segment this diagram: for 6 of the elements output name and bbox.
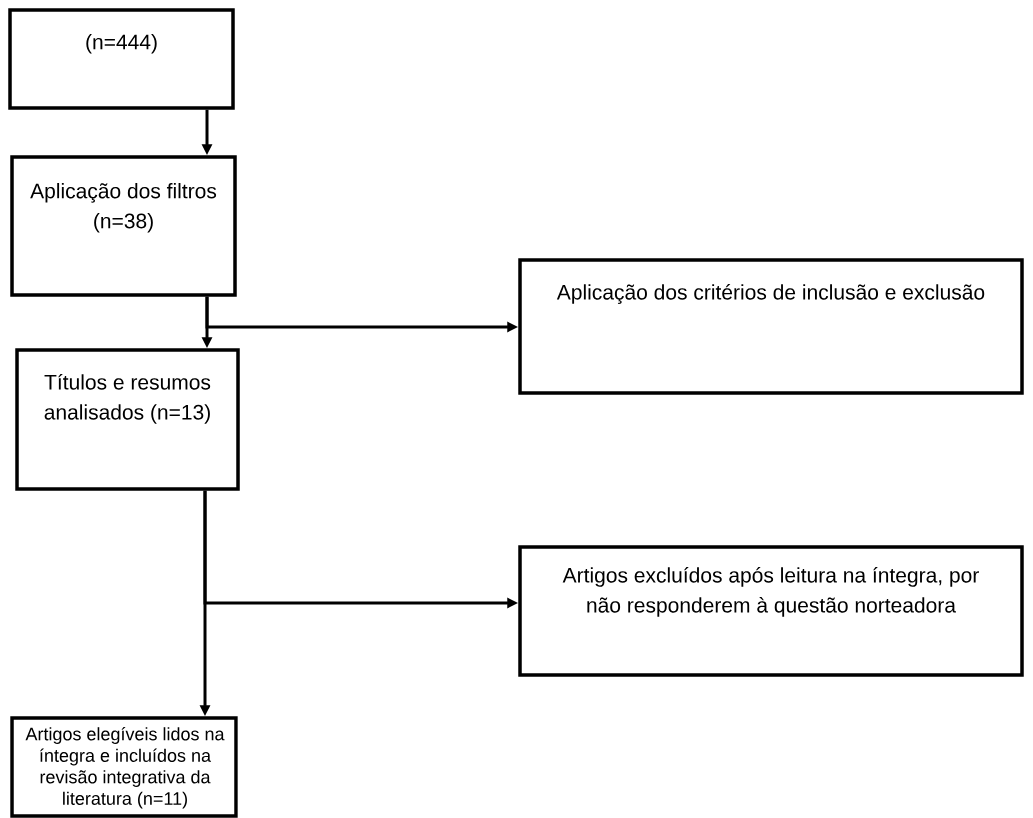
process-box: Artigos elegíveis lidos na íntegra e incluídos na revisão integrativa da literatura (n=11) bbox=[10, 716, 238, 818]
process-box: (n=444) bbox=[8, 8, 235, 110]
process-box: Aplicação dos critérios de inclusão e exclusão bbox=[518, 258, 1024, 395]
process-box: Artigos excluídos após leitura na íntegra, por não responderem à questão norteadora bbox=[518, 545, 1024, 677]
process-box: Títulos e resumos analisados (n=13) bbox=[15, 348, 240, 491]
process-box: Aplicação dos filtros (n=38) bbox=[10, 155, 237, 297]
